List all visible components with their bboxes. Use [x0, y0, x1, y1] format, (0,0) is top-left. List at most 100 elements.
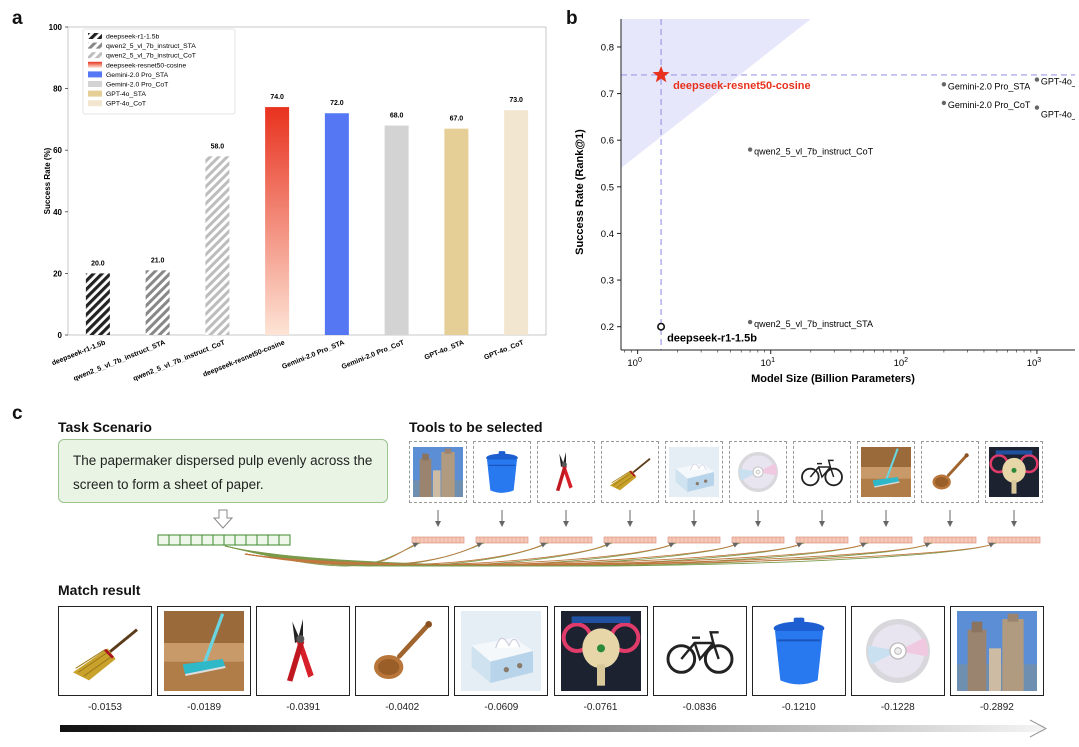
pliers-icon — [541, 447, 591, 497]
bar-legend-swatch — [88, 52, 102, 59]
result-card — [58, 606, 152, 696]
scatter-point-label: deepseek-resnet50-cosine — [673, 80, 811, 92]
scatter-point-label: qwen2_5_vl_7b_instruct_CoT — [754, 147, 874, 157]
query-embedding-cell — [201, 534, 214, 546]
similarity-score: -0.0761 — [583, 702, 618, 713]
panel-letter-a: a — [12, 8, 23, 29]
bar-ytick-label: 80 — [53, 85, 62, 94]
scatter-ylabel: Success Rate (Rank@1) — [574, 129, 586, 255]
result-card — [850, 606, 945, 696]
similarity-curve — [244, 542, 739, 566]
scatter-point — [747, 319, 753, 325]
rank-arrow-head — [1029, 719, 1048, 738]
scatter-xtick-label: 102 — [894, 357, 909, 369]
building-photo-icon — [413, 447, 463, 497]
cd-disc-icon — [733, 447, 783, 497]
bar-plot-frame — [67, 26, 547, 336]
blue-bucket-icon — [758, 611, 839, 691]
bar — [384, 125, 409, 335]
similarity-score: -0.0402 — [385, 702, 420, 713]
tool-card — [473, 441, 531, 503]
scatter-point-label: GPT-4o_STA — [1041, 110, 1075, 120]
bicycle-icon — [659, 611, 740, 691]
bar-legend-label: GPT-4o_STA — [106, 91, 146, 98]
similarity-curve — [224, 542, 741, 567]
tool-embedding-bar — [411, 536, 465, 544]
bar-legend-box — [82, 28, 236, 115]
tool-card — [921, 441, 979, 503]
rank-gradient-bar — [60, 725, 1045, 732]
bar-legend-label: deepseek-resnet50-cosine — [106, 62, 186, 69]
bar-ytick-label: 100 — [49, 23, 63, 32]
query-embedding-cell — [234, 534, 247, 546]
bar-category-label: Gemini-2.0 Pro_CoT — [341, 339, 406, 371]
bar-category-label: Gemini-2.0 Pro_STA — [281, 339, 346, 371]
similarity-curve — [244, 542, 803, 566]
pliers-icon — [263, 611, 344, 691]
similarity-curve — [244, 542, 483, 566]
star-point — [652, 65, 670, 83]
bar-legend-swatch — [88, 33, 102, 39]
result-card — [355, 606, 450, 696]
tool-embedding-bar — [667, 536, 721, 544]
bar — [444, 128, 469, 335]
tool-embedding-bar — [603, 536, 657, 544]
query-embedding-cell — [168, 534, 181, 546]
panel-letter-c: c — [12, 403, 23, 424]
bar — [324, 113, 349, 336]
scatter-xlabel: Model Size (Billion Parameters) — [751, 373, 915, 385]
result-card — [454, 606, 549, 696]
bar-value-label: 68.0 — [390, 113, 404, 120]
similarity-curve — [224, 542, 549, 567]
similarity-curve — [244, 542, 611, 566]
bar-legend-swatch — [88, 100, 102, 107]
tool-embedding-bar — [475, 536, 529, 544]
similarity-curve — [224, 542, 613, 567]
bar-legend-swatch — [88, 81, 102, 87]
scatter-ytick-label: 0.8 — [601, 42, 614, 53]
similarity-score: -0.1228 — [880, 702, 915, 713]
query-embedding-cell — [256, 534, 269, 546]
bar-category-label: GPT-4o_CoT — [483, 339, 525, 361]
scatter-point — [747, 147, 753, 152]
similarity-score: -0.0391 — [286, 702, 321, 713]
similarity-curve — [224, 542, 997, 567]
result-card — [157, 606, 252, 696]
scatter-point-label: GPT-4o_CoT — [1041, 77, 1075, 87]
tissue-box-icon — [461, 611, 542, 691]
tool-embedding-bar — [923, 536, 977, 544]
scatter-ytick-label: 0.7 — [601, 89, 614, 100]
similarity-score: -0.0609 — [484, 702, 519, 713]
tool-card — [857, 441, 915, 503]
scatter-ytick-label: 0.6 — [601, 136, 614, 147]
bar-ylabel: Success Rate (%) — [43, 147, 52, 214]
scatter-ytick-label: 0.4 — [601, 229, 614, 240]
bar-legend-label: qwen2_5_vl_7b_instruct_STA — [106, 43, 196, 50]
similarity-curve — [244, 542, 547, 566]
task-scenario-text: The papermaker dispersed pulp evenly acr… — [73, 453, 373, 492]
bar — [205, 156, 230, 335]
tool-card — [665, 441, 723, 503]
scatter-xtick-label: 101 — [760, 357, 775, 369]
result-card — [553, 606, 648, 696]
result-card — [652, 606, 747, 696]
bar-ytick-label: 60 — [53, 146, 62, 155]
broom-icon — [605, 447, 655, 497]
bar-legend-label: GPT-4o_CoT — [106, 101, 146, 108]
query-embedding-cell — [190, 534, 203, 546]
query-embedding-cell — [223, 534, 236, 546]
bar-legend-swatch — [88, 42, 102, 49]
similarity-curve — [224, 542, 805, 567]
bar-value-label: 73.0 — [509, 97, 523, 104]
table-tennis-paddle-icon — [989, 447, 1039, 497]
bar — [85, 273, 110, 335]
query-embedding-cell — [245, 534, 258, 546]
table-tennis-paddle-icon — [560, 611, 641, 691]
similarity-curve — [224, 542, 677, 567]
broom-icon — [65, 611, 145, 691]
scatter-point — [941, 82, 947, 87]
bar-legend-swatch — [88, 61, 102, 68]
tool-embedding-bar — [539, 536, 593, 544]
